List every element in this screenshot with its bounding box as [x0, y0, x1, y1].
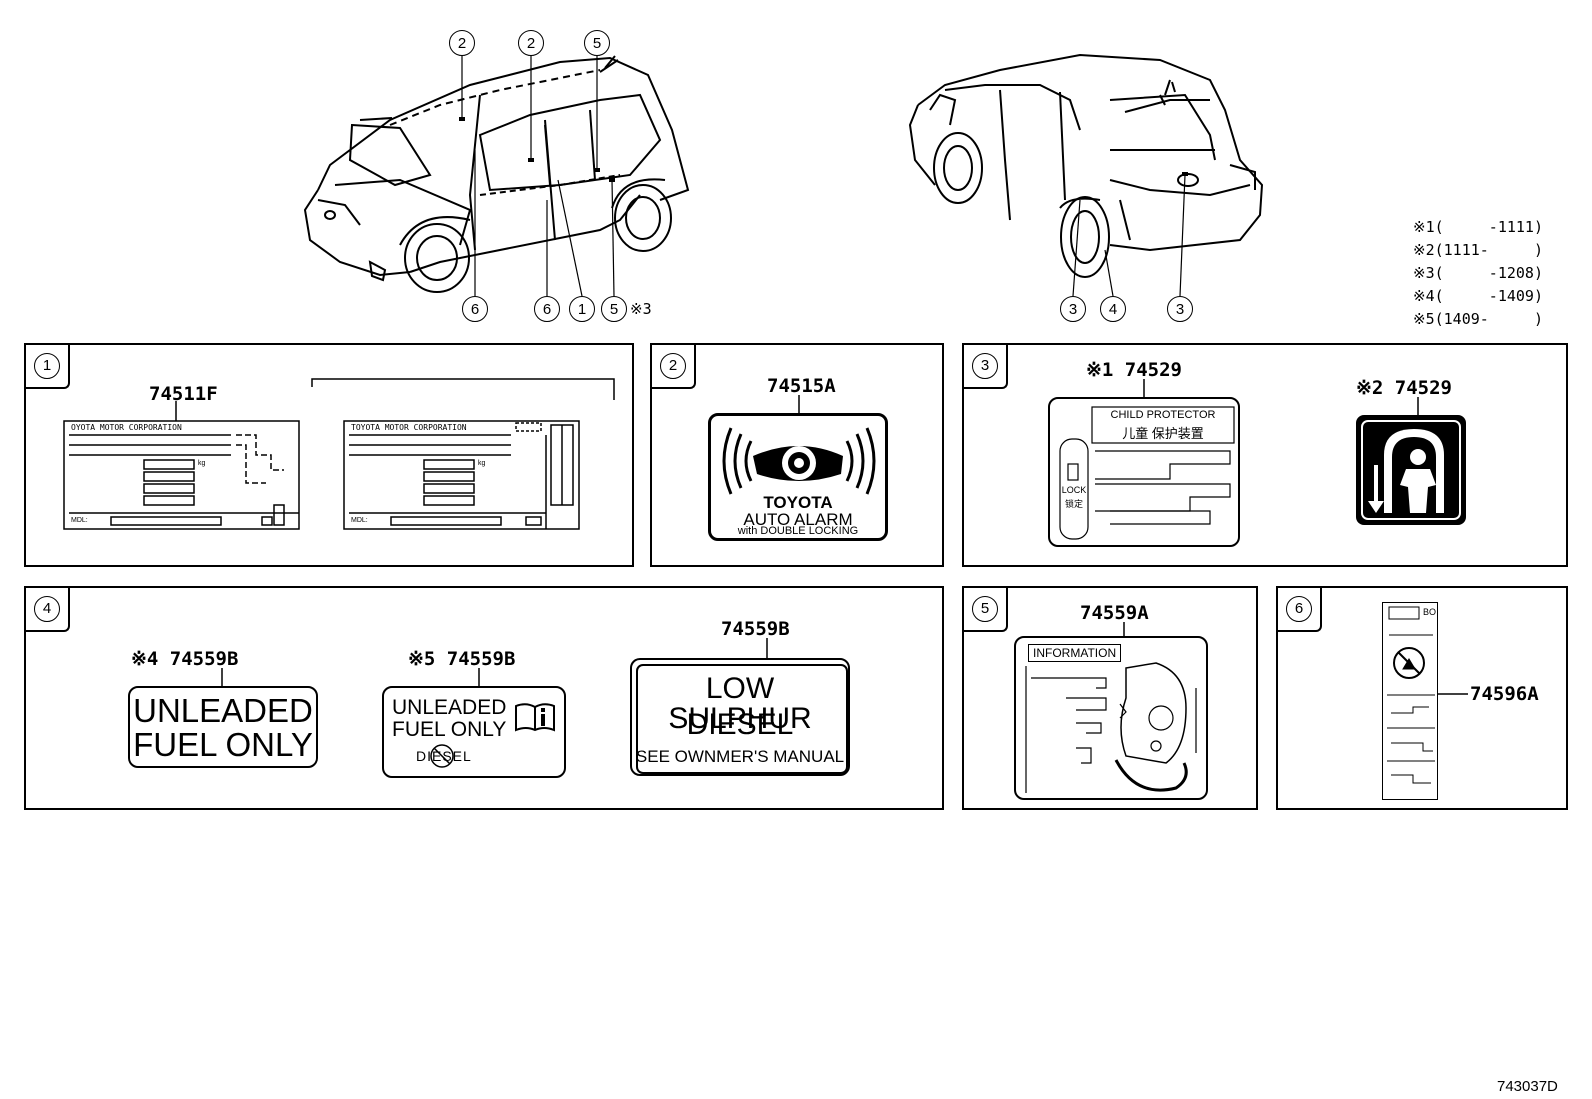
unleaded-label-b: UNLEADED FUEL ONLY DIESEL: [382, 686, 566, 778]
alarm-line2: with DOUBLE LOCKING: [737, 525, 859, 537]
low-sulphur-line2: DIESEL: [686, 708, 794, 741]
alarm-line1: AUTO ALARM: [743, 510, 853, 529]
airbag-side-text: BO: [1423, 607, 1437, 617]
child-protector-title: CHILD PROTECTOR: [1110, 409, 1216, 421]
callout-1: 1: [569, 296, 595, 322]
unleaded-a-line2: FUEL ONLY: [133, 726, 313, 763]
airbag-warning-label: BO: [1382, 602, 1438, 800]
low-sulphur-line1: LOW SULPHUR: [668, 672, 812, 735]
unleaded-b-line2: FUEL ONLY: [392, 718, 507, 741]
child-protector-label: CHILD PROTECTOR 儿童 保护装置 LOCK 锁定: [1048, 397, 1240, 547]
note-4: ※4( -1409): [1413, 287, 1543, 305]
callout-4: 4: [1100, 296, 1126, 322]
callout-5-bottom: 5: [601, 296, 627, 322]
panel-6: 6 74596A BO: [1276, 586, 1568, 810]
label-field: MDL:: [351, 517, 368, 524]
diesel-crossed: DIESEL: [416, 748, 472, 764]
unit-label: kg: [198, 460, 206, 467]
panel-number: 1: [26, 345, 70, 389]
panel-number: 6: [1278, 588, 1322, 632]
alarm-label: TOYOTA AUTO ALARM with DOUBLE LOCKING: [708, 413, 888, 541]
low-sulphur-line3: SEE OWNMER'S MANUAL: [635, 747, 845, 766]
lock-text: LOCK: [1061, 485, 1087, 495]
panel-2: 2 74515A TOYOTA AUTO ALARM with DOUBLE L…: [650, 343, 944, 567]
callout-2-b: 2: [518, 30, 544, 56]
part-number-a: ※4 74559B: [131, 648, 239, 670]
lock-text-zh: 锁定: [1064, 499, 1083, 509]
unit-label: kg: [478, 460, 486, 467]
panel-number: 3: [964, 345, 1008, 389]
part-number-a: ※1 74529: [1086, 359, 1182, 381]
child-protector-title-zh: 儿童 保护装置: [1122, 426, 1204, 441]
callout-6-b: 6: [534, 296, 560, 322]
unleaded-a-line1: UNLEADED: [133, 692, 313, 729]
low-sulphur-label: LOW SULPHUR DIESEL SEE OWNMER'S MANUAL: [630, 658, 850, 776]
note-3: ※3( -1208): [1413, 264, 1543, 282]
part-number-b: ※2 74529: [1356, 377, 1452, 399]
callout-6-a: 6: [462, 296, 488, 322]
unleaded-b-line1: UNLEADED: [392, 696, 507, 719]
part-number-b: ※5 74559B: [408, 648, 516, 670]
panel-number: 2: [652, 345, 696, 389]
part-number: 74515A: [767, 375, 836, 397]
callout-3-a: 3: [1060, 296, 1086, 322]
information-title: INFORMATION: [1028, 644, 1122, 662]
panel-number: 4: [26, 588, 70, 632]
diagram-code: 743037D: [1497, 1078, 1558, 1095]
panel-3: 3 ※1 74529 ※2 74529 CHILD PROTECTOR 儿童 保…: [962, 343, 1568, 567]
callout-5-top: 5: [584, 30, 610, 56]
note-1: ※1( -1111): [1413, 218, 1543, 236]
label-maker-b: TOYOTA MOTOR CORPORATION: [351, 423, 467, 432]
note-2: ※2(1111- ): [1413, 241, 1543, 259]
callout-2-a: 2: [449, 30, 475, 56]
information-label: INFORMATION: [1014, 636, 1208, 800]
part-number: 74559A: [1080, 602, 1149, 624]
part-number: 74596A: [1470, 683, 1539, 705]
panel-4: 4 ※4 74559B ※5 74559B 74559B UNLEADED FU…: [24, 586, 944, 810]
child-lock-symbol: [1356, 415, 1466, 525]
callout-note: ※3: [630, 300, 652, 318]
unleaded-label-a: UNLEADED FUEL ONLY: [128, 686, 318, 768]
part-number: 74511F: [149, 383, 218, 405]
panel-number: 5: [964, 588, 1008, 632]
panel-5: 5 74559A INFORMATION: [962, 586, 1258, 810]
manual-icon: [514, 702, 556, 732]
part-number-c: 74559B: [721, 618, 790, 640]
label-maker-a: OYOTA MOTOR CORPORATION: [71, 423, 182, 432]
callout-3-b: 3: [1167, 296, 1193, 322]
note-5: ※5(1409- ): [1413, 310, 1543, 328]
alarm-brand: TOYOTA: [763, 493, 833, 512]
label-field: MDL:: [71, 517, 88, 524]
panel-1: 1 74511F: [24, 343, 634, 567]
